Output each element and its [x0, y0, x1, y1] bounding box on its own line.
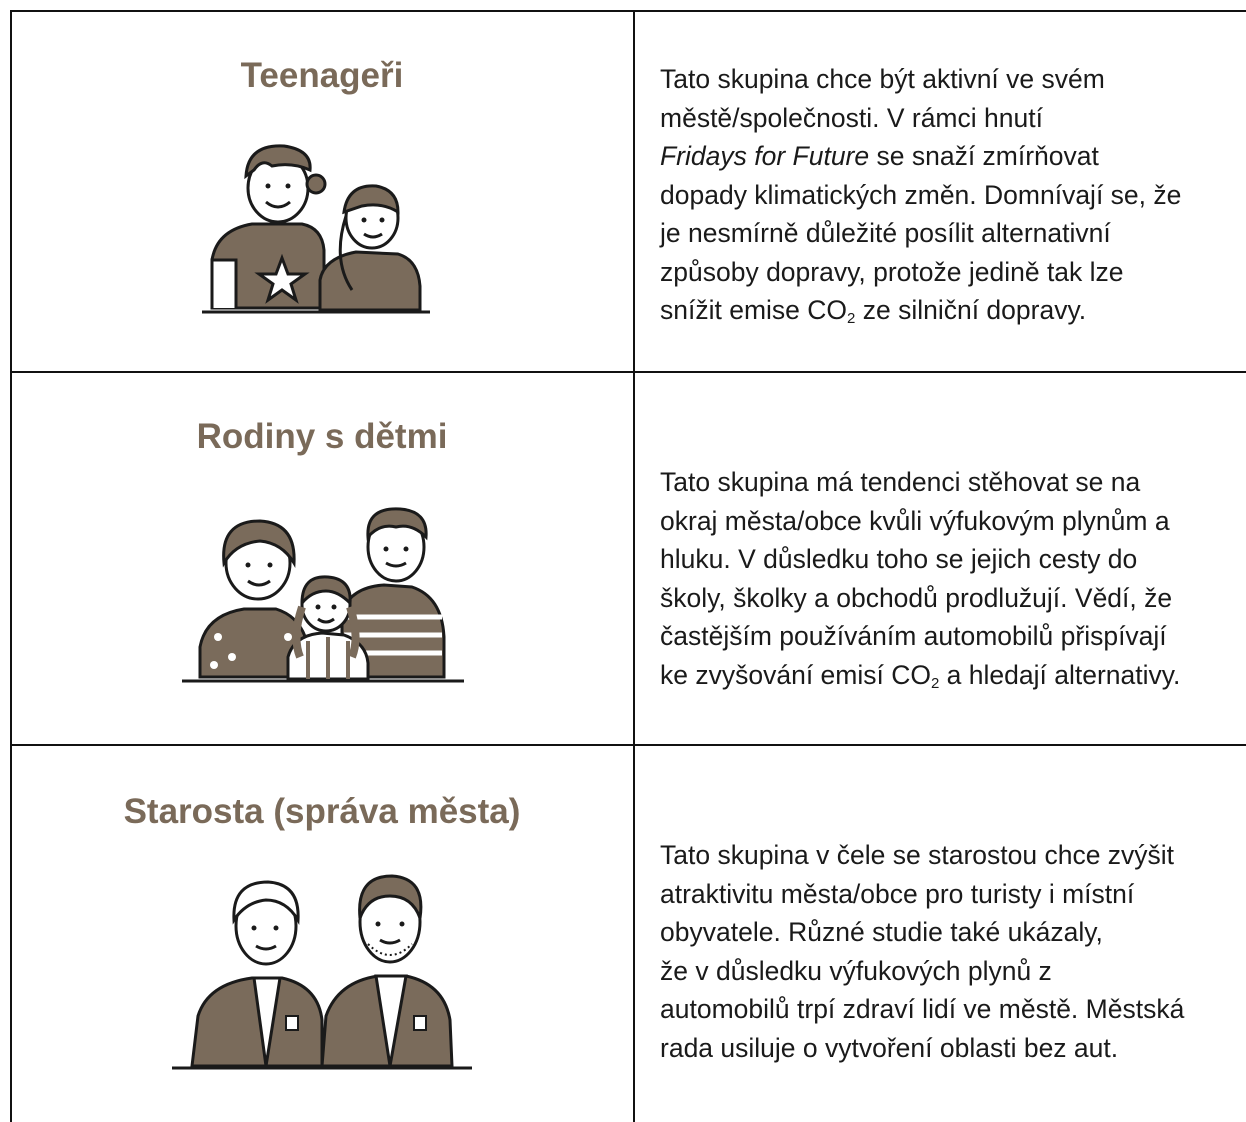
- movement-name: Fridays for Future: [660, 141, 870, 171]
- group-title: Rodiny s dětmi: [196, 417, 448, 456]
- description-line: častějším používáním automobilů přispíva…: [660, 621, 1167, 651]
- description-text: se snaží zmírňovat: [869, 141, 1099, 171]
- description-line: že v důsledku výfukových plynů z: [660, 955, 1052, 986]
- column-divider: [633, 10, 635, 1122]
- table-row: Rodiny s dětmi: [10, 373, 1246, 744]
- subscript: 2: [847, 310, 856, 327]
- group-description: Tato skupina v čele se starostou chce zv…: [660, 836, 1246, 1067]
- group-title: Starosta (správa města): [123, 792, 521, 831]
- description-text: a hledají alternativy.: [939, 659, 1181, 690]
- table-row: Starosta (správa města) Tato skupina v č…: [10, 746, 1246, 1122]
- description-line: Fridays for Future se snaží zmírňovat: [660, 137, 1246, 176]
- description-text: snížit emise CO: [660, 295, 848, 325]
- family-illustration-icon: [182, 507, 464, 683]
- group-description: Tato skupina chce být aktivní ve svém mě…: [660, 60, 1246, 330]
- row-divider: [10, 744, 1246, 746]
- description-line: ke zvyšování emisí CO2 a hledají alterna…: [660, 656, 1246, 695]
- description-text: ze silniční dopravy.: [855, 295, 1087, 325]
- description-line: okraj města/obce kvůli výfukovým plynům …: [660, 505, 1170, 536]
- description-line: obyvatele. Různé studie také ukázaly,: [660, 917, 1103, 947]
- group-description: Tato skupina má tendenci stěhovat se na …: [660, 463, 1246, 694]
- description-line: je nesmírně důležité posílit alternativn…: [660, 218, 1111, 248]
- description-text: ke zvyšování emisí CO: [660, 659, 931, 690]
- row-divider: [10, 371, 1246, 373]
- description-line: hluku. V důsledku toho se jejich cesty d…: [660, 544, 1138, 574]
- description-line: Tato skupina chce být aktivní ve svém: [660, 64, 1105, 94]
- description-line: dopady klimatických změn. Domnívají se, …: [660, 179, 1182, 210]
- description-line: automobilů trpí zdraví lidí ve městě. Mě…: [660, 994, 1185, 1024]
- description-line: snížit emise CO2 ze silniční dopravy.: [660, 291, 1246, 330]
- table-row: Teenageři Tato skupina chce být aktivní …: [10, 12, 1246, 371]
- subscript: 2: [930, 674, 940, 692]
- description-line: atraktivitu města/obce pro turisty i mís…: [660, 878, 1135, 909]
- group-title: Teenageři: [240, 56, 404, 95]
- teenagers-illustration-icon: [202, 144, 430, 314]
- description-line: Tato skupina má tendenci stěhovat se na: [660, 467, 1141, 497]
- description-line: Tato skupina v čele se starostou chce zv…: [660, 840, 1175, 870]
- mayors-illustration-icon: [172, 874, 472, 1070]
- description-line: městě/společnosti. V rámci hnutí: [660, 102, 1043, 133]
- description-line: rada usiluje o vytvoření oblasti bez aut…: [660, 1032, 1119, 1063]
- description-line: způsoby dopravy, protože jedině tak lze: [660, 256, 1124, 287]
- description-line: školy, školky a obchodů prodlužují. Vědí…: [660, 582, 1173, 613]
- table-border-top: [10, 10, 1246, 12]
- table-border-left: [10, 10, 12, 1122]
